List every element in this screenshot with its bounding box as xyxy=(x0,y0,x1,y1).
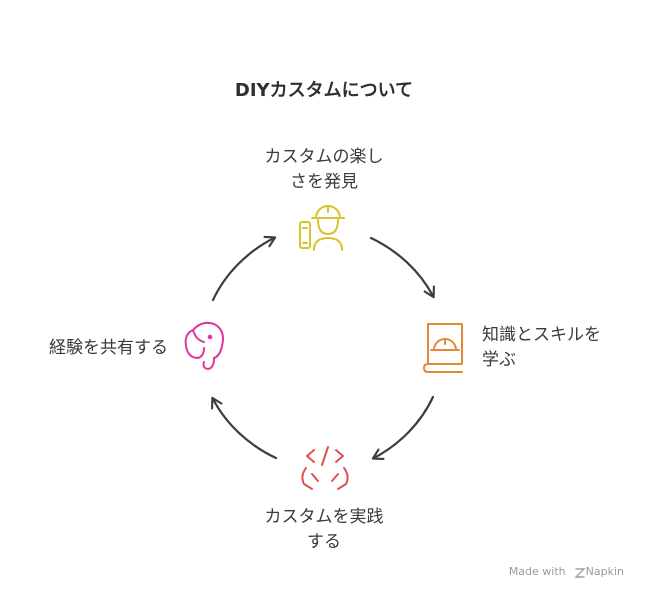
brand-text: Napkin xyxy=(585,565,624,578)
construction-worker-icon xyxy=(299,205,345,251)
arrow-right-to-bottom xyxy=(371,395,435,460)
step-label-learn: 知識とスキルを 学ぶ xyxy=(482,325,601,370)
book-helmet-icon xyxy=(423,323,463,373)
code-hands-icon xyxy=(301,446,349,490)
diagram-title: DIYカスタムについて xyxy=(234,80,414,101)
napkin-logo-icon xyxy=(574,568,586,578)
arrow-left-to-top xyxy=(211,235,277,302)
made-with-footer: Made with Napkin xyxy=(509,565,624,578)
step-label-practice: カスタムを実践 する xyxy=(264,507,384,552)
evernote-elephant-icon xyxy=(184,321,224,370)
step-label-share: 経験を共有する xyxy=(49,338,168,358)
made-with-text: Made with xyxy=(508,565,566,578)
step-label-discover: カスタムの楽し さを発見 xyxy=(264,147,384,192)
arrow-bottom-to-left xyxy=(210,396,278,460)
arrow-top-to-right xyxy=(369,236,435,299)
